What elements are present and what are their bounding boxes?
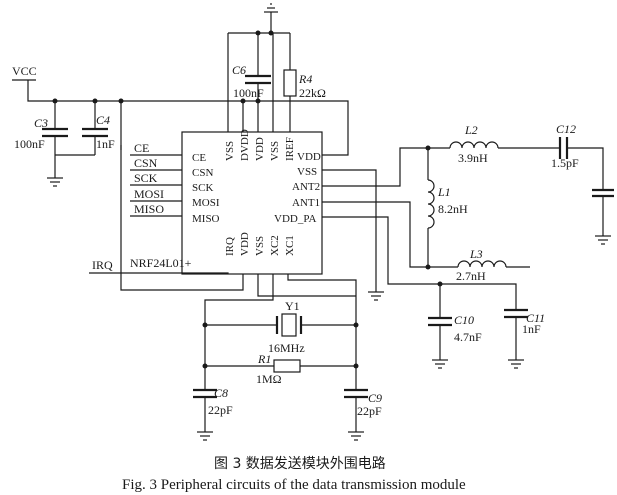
pin-top-vss2: VSS	[269, 141, 281, 161]
sig-csn: CSN	[134, 156, 158, 170]
c8-value: 22pF	[208, 403, 233, 417]
r4-value: 22kΩ	[299, 86, 326, 100]
c12-capacitor: C12 1.5pF	[551, 122, 614, 245]
c8-capacitor: C8 22pF	[193, 386, 233, 441]
c11-ref: C11	[526, 311, 545, 325]
pin-bot-xc1: XC1	[284, 235, 296, 256]
pin-right-vss: VSS	[297, 166, 317, 178]
chip-name: NRF24L01+	[130, 256, 192, 270]
pin-bot-vdd: VDD	[239, 232, 251, 256]
c9-capacitor: C9 22pF	[344, 388, 382, 441]
ant-network	[322, 145, 517, 302]
c8-ref: C8	[214, 386, 228, 400]
c10-value: 4.7nF	[454, 330, 482, 344]
l2-ref: L2	[464, 123, 478, 137]
y1-value: 16MHz	[268, 341, 305, 355]
c11-value: 1nF	[522, 322, 541, 336]
r1-value: 1MΩ	[256, 372, 282, 386]
pin-ant2: ANT2	[292, 181, 320, 193]
c12-ref: C12	[556, 122, 576, 136]
l3-inductor: L3 2.7nH	[428, 247, 530, 283]
pin-bot-vss: VSS	[254, 236, 266, 256]
l2-inductor: L2 3.9nH	[428, 123, 560, 165]
pin-vdd-pa: VDD_PA	[274, 213, 316, 225]
nrf24l01-chip: NRF24L01+ CE CSN SCK MOSI MISO VSS DVDD …	[130, 129, 323, 275]
pin-right-vdd: VDD	[297, 151, 321, 163]
l1-ref: L1	[437, 185, 451, 199]
sig-miso: MISO	[134, 202, 164, 216]
c6-capacitor: C6 100nF	[232, 33, 271, 132]
l1-inductor: L1 8.2nH	[427, 148, 468, 267]
c4-capacitor: C4 1nF	[55, 101, 115, 156]
c6-ref: C6	[232, 63, 246, 77]
pin-miso: MISO	[192, 213, 220, 225]
y1-ref: Y1	[285, 299, 300, 313]
c10-ref: C10	[454, 313, 474, 327]
r1-ref: R1	[257, 352, 271, 366]
pin-ant1: ANT1	[292, 197, 320, 209]
c4-ref: C4	[96, 113, 110, 127]
right-vss-ground	[322, 169, 384, 301]
l3-value: 2.7nH	[456, 269, 486, 283]
pin-top-dvdd: DVDD	[239, 129, 251, 161]
c3-capacitor: C3 100nF	[14, 101, 68, 187]
r4-ref: R4	[298, 72, 312, 86]
c4-value: 1nF	[96, 137, 115, 151]
r1-resistor: R1 1MΩ	[205, 352, 356, 386]
caption-cn: 图 3 数据发送模块外围电路	[214, 456, 386, 472]
caption-en: Fig. 3 Peripheral circuits of the data t…	[122, 477, 466, 493]
pin-top-vss1: VSS	[224, 141, 236, 161]
left-signals: CE CSN SCK MOSI MISO IRQ	[89, 141, 229, 274]
pin-ce: CE	[192, 152, 206, 164]
c9-value: 22pF	[357, 404, 382, 418]
pin-sck: SCK	[192, 182, 213, 194]
c3-ref: C3	[34, 116, 48, 130]
l1-value: 8.2nH	[438, 202, 468, 216]
y1-crystal: Y1 16MHz	[205, 299, 356, 355]
c12-value: 1.5pF	[551, 156, 579, 170]
c3-value: 100nF	[14, 137, 45, 151]
pin-mosi: MOSI	[192, 197, 220, 209]
pin-csn: CSN	[192, 167, 213, 179]
top-ground-bus	[227, 3, 290, 132]
l3-ref: L3	[469, 247, 483, 261]
sig-mosi: MOSI	[134, 187, 164, 201]
l2-value: 3.9nH	[458, 151, 488, 165]
c10-capacitor: C10 4.7nF	[428, 284, 482, 369]
c11-capacitor: C11 1nF	[504, 302, 545, 369]
chip-body	[181, 131, 323, 275]
c6-value: 100nF	[233, 86, 264, 100]
sig-ce: CE	[134, 141, 149, 155]
pin-top-iref: IREF	[284, 137, 296, 161]
pin-bot-xc2: XC2	[269, 235, 281, 256]
r4-resistor: R4 22kΩ	[283, 33, 326, 132]
vcc-rail: VCC	[12, 64, 349, 291]
pin-bot-irq: IRQ	[224, 237, 236, 256]
sig-irq: IRQ	[92, 258, 113, 272]
vcc-label: VCC	[12, 64, 37, 78]
pin-top-vdd: VDD	[254, 137, 266, 161]
sig-sck: SCK	[134, 171, 158, 185]
c9-ref: C9	[368, 391, 382, 405]
